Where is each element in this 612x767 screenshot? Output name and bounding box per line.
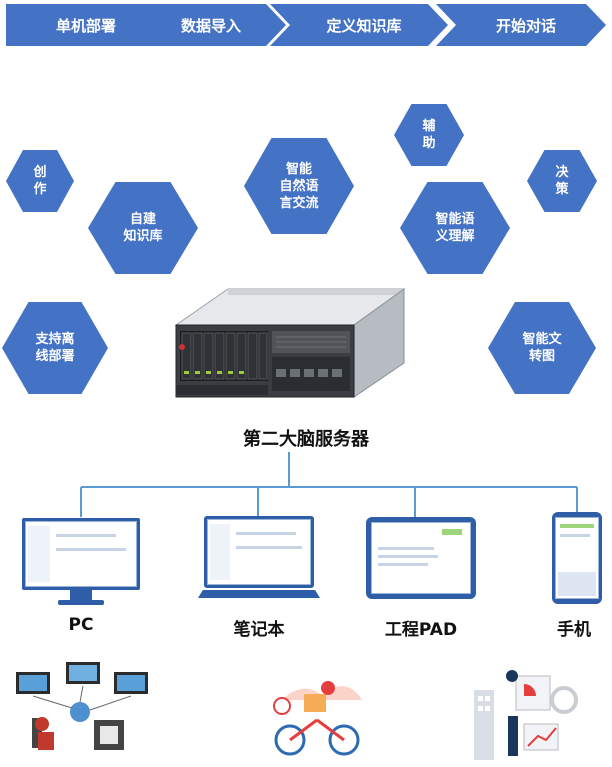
pc-label: PC xyxy=(68,615,94,635)
server-illustration xyxy=(174,288,406,398)
pad-device xyxy=(366,517,476,599)
server-title: 第二大脑服务器 xyxy=(243,429,369,450)
feature-offline: 支持离 线部署 xyxy=(2,302,108,394)
phone-device xyxy=(552,512,602,604)
step-import: 数据导入 xyxy=(126,4,286,46)
phone-label: 手机 xyxy=(557,620,591,640)
pc-device xyxy=(22,518,140,606)
laptop-label: 笔记本 xyxy=(233,620,285,640)
feature-nlp: 智能 自然语 言交流 xyxy=(244,138,354,234)
pad-label: 工程PAD xyxy=(384,620,458,640)
step-define-kb: 定义知识库 xyxy=(270,4,448,46)
process-steps: 单机部署 数据导入 定义知识库 开始对话 xyxy=(6,4,606,46)
laptop-device xyxy=(198,516,320,600)
step-start-chat: 开始对话 xyxy=(436,4,606,46)
feature-decision: 决 策 xyxy=(527,150,597,212)
network-workstation-illustration xyxy=(16,662,148,750)
business-analytics-illustration xyxy=(474,670,578,760)
feature-text-to-image: 智能文 转图 xyxy=(488,302,596,394)
feature-semantic: 智能语 义理解 xyxy=(400,182,510,274)
delivery-bike-illustration xyxy=(273,681,362,756)
